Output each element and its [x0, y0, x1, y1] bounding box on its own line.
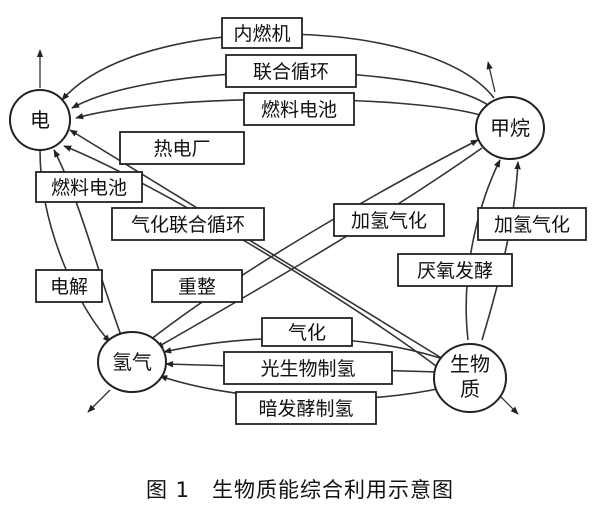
arrow-biomass-to-methane-anaerobic-fermentation: [465, 159, 501, 341]
arrow-hydrogen-to-methane-hydrogasification: [149, 139, 479, 341]
node-hydrogen: 氢气: [97, 331, 167, 393]
svg-text:加氢气化: 加氢气化: [494, 214, 570, 236]
svg-text:光生物制氢: 光生物制氢: [260, 358, 355, 380]
label-fuel-cell-methane: 燃料电池: [243, 92, 355, 126]
label-internal-combustion: 内燃机: [221, 17, 303, 49]
label-combined-cycle: 联合循环: [225, 54, 357, 88]
svg-text:厌氧发酵: 厌氧发酵: [417, 260, 493, 282]
svg-text:重整: 重整: [178, 276, 216, 298]
label-reforming: 重整: [151, 269, 243, 303]
node-methane: 甲烷: [475, 96, 545, 160]
arrow-biomass-to-methane-hydrogasification: [481, 161, 521, 341]
svg-text:内燃机: 内燃机: [233, 23, 290, 45]
label-dark-fermentation-hydrogen: 暗发酵制氢: [235, 391, 377, 425]
svg-text:燃料电池: 燃料电池: [261, 99, 337, 121]
label-gasification-combined-cycle: 气化联合循环: [111, 207, 265, 241]
node-electricity-label: 电: [30, 108, 50, 132]
node-methane-label: 甲烷: [490, 116, 530, 140]
svg-text:热电厂: 热电厂: [153, 138, 210, 160]
node-biomass-label-line1: 生物: [450, 352, 490, 376]
figure-caption: 图 1 生物质能综合利用示意图: [145, 478, 455, 502]
arrow-biomass-to-electricity-thermal-plant: [69, 129, 449, 363]
label-thermal-power-plant: 热电厂: [119, 131, 245, 165]
arrow-hydrogen-to-electricity-fuel-cell: [53, 149, 123, 339]
label-gasification: 气化: [261, 317, 353, 347]
label-anaerobic-fermentation: 厌氧发酵: [397, 253, 513, 287]
biomass-output-arrow: [497, 393, 519, 415]
svg-text:气化联合循环: 气化联合循环: [131, 214, 245, 236]
node-electricity: 电: [9, 89, 71, 151]
label-photobiological-hydrogen: 光生物制氢: [223, 351, 393, 385]
label-hydrogasification-right: 加氢气化: [477, 207, 587, 241]
svg-text:燃料电池: 燃料电池: [51, 177, 127, 199]
label-hydrogasification-center: 加氢气化: [333, 203, 445, 237]
hydrogen-output-arrow: [87, 389, 111, 413]
arrow-biomass-to-electricity-gasification-cycle: [63, 145, 445, 373]
svg-text:暗发酵制氢: 暗发酵制氢: [258, 398, 353, 420]
node-biomass: 生物 质: [433, 343, 507, 413]
svg-text:联合循环: 联合循环: [253, 61, 329, 83]
arrow-methane-to-hydrogen-reforming: [155, 147, 483, 349]
svg-text:气化: 气化: [288, 322, 326, 344]
svg-text:加氢气化: 加氢气化: [351, 210, 427, 232]
label-fuel-cell-hydrogen: 燃料电池: [35, 171, 143, 203]
node-biomass-label-line2: 质: [460, 377, 480, 401]
node-hydrogen-label: 氢气: [112, 350, 152, 374]
svg-text:电解: 电解: [50, 276, 88, 298]
biomass-utilization-diagram: 电 甲烷 氢气 生物 质 内燃机 联合循环 燃料电池 热电厂 燃料电池 气化联合…: [9, 17, 587, 425]
methane-output-arrow: [486, 61, 496, 93]
label-electrolysis: 电解: [35, 269, 103, 303]
